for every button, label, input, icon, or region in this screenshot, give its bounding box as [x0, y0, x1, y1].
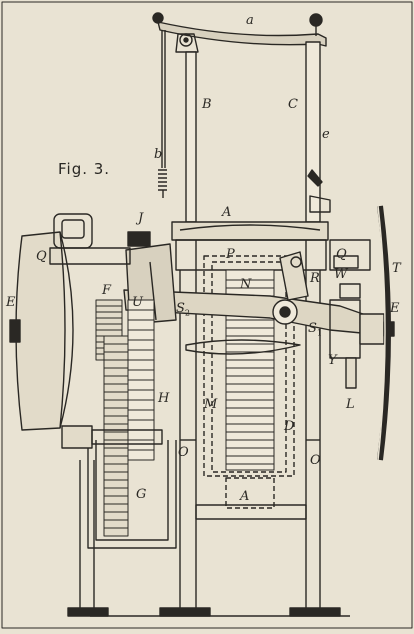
label-Q-right: Q — [336, 247, 347, 262]
pulley-left — [9, 231, 74, 431]
label-E-left: E — [6, 295, 16, 310]
label-A-bottom: A — [240, 489, 250, 504]
column-B — [185, 51, 197, 223]
figure-caption: Fig. 3. — [58, 160, 111, 178]
label-T: T — [392, 261, 401, 276]
label-U: U — [132, 295, 143, 310]
label-J: J — [138, 211, 144, 226]
label-L: L — [346, 397, 355, 412]
label-R: R — [310, 271, 320, 286]
ram-dashed — [203, 255, 295, 509]
label-Q-left: Q — [36, 249, 47, 264]
gear-J — [127, 231, 151, 247]
rod-b — [158, 30, 167, 198]
label-E-right: E — [390, 301, 400, 316]
label-C: C — [288, 97, 298, 112]
label-W: W — [334, 267, 348, 282]
label-O-left: O — [178, 445, 189, 460]
top-lever — [152, 12, 327, 53]
label-O-right: O — [310, 453, 321, 468]
label-A-top: A — [222, 205, 232, 220]
label-H: H — [158, 391, 170, 406]
column-C — [305, 41, 331, 223]
label-a: a — [246, 13, 254, 28]
label-b: b — [154, 147, 163, 162]
label-B: B — [202, 97, 212, 112]
label-P: P — [226, 247, 235, 262]
label-G: G — [136, 487, 147, 502]
handwheel-T — [377, 205, 391, 461]
label-F: F — [102, 283, 112, 298]
label-e: e — [322, 127, 330, 142]
label-S1: S1 — [308, 321, 322, 338]
gear-G — [103, 299, 155, 537]
label-D: D — [284, 419, 295, 434]
label-S2: S2 — [176, 301, 190, 318]
bracket-Q-left — [49, 213, 131, 265]
bracket-H — [61, 425, 177, 549]
label-N: N — [240, 277, 252, 292]
label-Y: Y — [328, 353, 337, 368]
label-M: M — [204, 397, 218, 412]
